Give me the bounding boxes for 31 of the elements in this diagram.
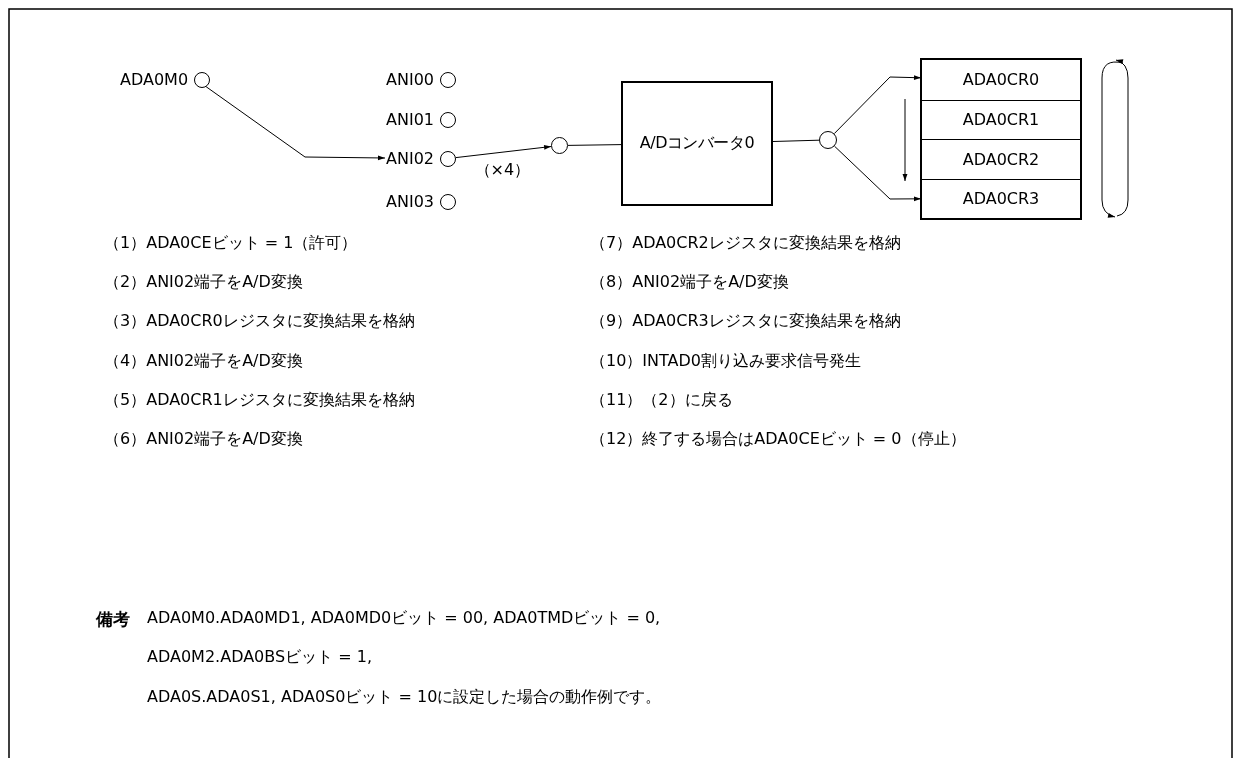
note-text: ADA0S.ADA0S1, ADA0S0ビット = 10に設定した場合の動作例です。: [147, 687, 662, 708]
arrow: [833, 75, 922, 135]
note-text: ADA0M2.ADA0BSビット = 1,: [147, 647, 372, 668]
junction-circle: [819, 131, 837, 149]
step-text: （2）ANI02端子をA/D変換: [104, 272, 303, 294]
step-text: （11）（2）に戻る: [590, 389, 733, 411]
step-text: （6）ANI02端子をA/D変換: [104, 429, 303, 450]
pin-label: ANI02: [386, 149, 434, 168]
note-text: ADA0M0.ADA0MD1, ADA0MD0ビット = 00, ADA0TMDビット = 0,: [147, 608, 661, 629]
note-heading: 備考: [96, 608, 130, 631]
pin-label: ANI03: [386, 192, 434, 211]
step-text: （4）ANI02端子をA/D変換: [104, 350, 303, 372]
pin-label: ANI00: [386, 70, 434, 89]
pin-label: ADA0M0: [120, 70, 189, 89]
connector-line: [772, 139, 820, 142]
register-stack: [920, 58, 1082, 220]
step-text: （3）ADA0CR0レジスタに変換結果を格納: [104, 311, 415, 333]
step-text: （10）INTAD0割り込み要求信号発生: [590, 350, 862, 372]
step-text: （5）ADA0CR1レジスタに変換結果を格納: [104, 389, 415, 411]
process-box: A/Dコンバータ0: [621, 81, 773, 206]
step-text: （9）ADA0CR3レジスタに変換結果を格納: [590, 311, 901, 333]
arrow: [834, 145, 922, 202]
step-text: （7）ADA0CR2レジスタに変換結果を格納: [590, 233, 901, 254]
pin-label: ANI01: [386, 110, 434, 129]
step-text: （8）ANI02端子をA/D変換: [590, 272, 789, 294]
step-text: （12）終了する場合はADA0CEビット = 0（停止）: [590, 429, 966, 450]
arrow: [205, 86, 386, 161]
step-text: （1）ADA0CEビット = 1（許可）: [104, 233, 358, 254]
junction-circle: [551, 137, 568, 154]
arrow: [455, 144, 552, 159]
connector-line: [567, 144, 622, 146]
